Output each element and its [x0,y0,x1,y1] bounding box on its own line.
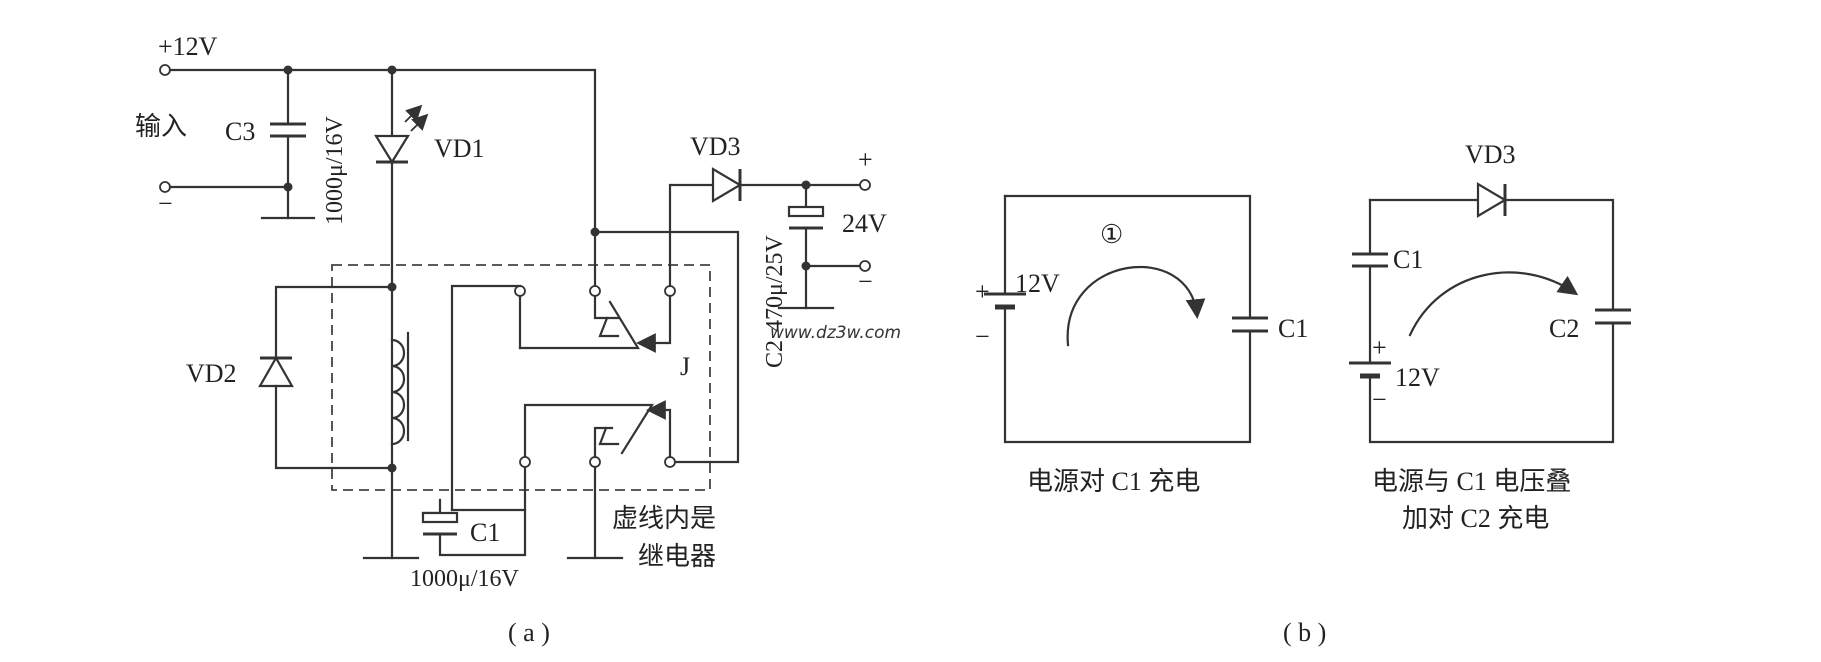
caption-b: ( b ) [1283,618,1326,647]
step-marker: ① [1100,220,1123,249]
capacitor-c1-b [1232,316,1268,333]
battery-right-voltage: 12V [1395,363,1440,392]
c3-label: C3 [225,117,255,146]
diode-vd3-b [1476,182,1508,218]
battery-voltage-label: 12V [1015,269,1060,298]
battery-right-minus: − [1372,385,1387,414]
c1-b-label: C1 [1278,314,1308,343]
battery-plus-label: + [975,277,990,306]
caption-a: ( a ) [508,618,550,647]
relay-note-line2: 继电器 [638,542,716,571]
diode-vd3 [668,167,862,288]
c1-right-label: C1 [1393,245,1423,274]
caption-b-right-line1: 电源与 C1 电压叠 [1372,467,1571,496]
charge-flow-arrow [1408,271,1579,337]
vd1-label: VD1 [434,134,485,163]
relay-note-line1: 虚线内是 [612,504,716,533]
vd3-label: VD3 [690,132,741,161]
input-label: 输入 [135,112,187,141]
figure-b-left: + − 12V C1 ① 电源对 C1 充电 [975,194,1308,496]
output-voltage-label: 24V [842,209,887,238]
c2-label-group: C2 470μ/25V [762,234,788,368]
current-flow-arrow [1066,265,1206,347]
top-rail-wire [168,68,597,234]
caption-b-right-line2: 加对 C2 充电 [1402,504,1549,533]
output-plus-label: + [858,145,873,174]
relay-dashed-boundary [331,264,711,491]
figure-b-right: VD3 C1 C2 + 12V − 电源与 C1 电压叠 加对 C2 充电 [1349,140,1631,533]
caption-b-left: 电源对 C1 充电 [1027,467,1200,496]
loop-wire-top [1003,194,1252,320]
vd2-label: VD2 [186,359,237,388]
output-plus-terminal [859,179,871,191]
loop-wire-bottom [1003,305,1252,444]
battery-right-plus: + [1372,333,1387,362]
relay-feed-wire [593,230,740,464]
c2-value-label: 470μ/25V [762,234,788,332]
loop-wire-top-right [1503,198,1615,312]
c3-value-label: 1000μ/16V [322,115,348,225]
output-minus-terminal [859,260,871,272]
output-minus-label: − [858,267,873,296]
input-minus-label: − [158,189,173,218]
c2-label: C2 [762,340,788,368]
capacitor-c3 [260,68,316,220]
figure-a: +12V 输入 − C3 1000μ/16V VD1 [135,32,901,647]
relay-contacts-upper [450,227,676,512]
vd3-b-label: VD3 [1465,140,1516,169]
c2-right-label: C2 [1549,314,1579,343]
capacitor-c2-right [1595,308,1631,325]
diode-vd2 [258,285,394,470]
c1-value-label: 1000μ/16V [410,566,520,592]
led-vd1 [374,68,429,289]
capacitor-c2 [777,183,862,310]
relay-j-label: J [680,352,690,381]
capacitor-c1-right [1352,252,1388,268]
loop-wire-bottom [1368,321,1615,444]
c1-label: C1 [470,518,500,547]
battery-12v-right [1349,361,1391,379]
watermark-text: www.dz3w.com [770,323,901,343]
input-plus-label: +12V [158,32,218,61]
relay-coil [390,331,410,446]
battery-minus-label: − [975,322,990,351]
relay-contacts-lower [519,400,676,560]
capacitor-c1 [421,498,527,557]
input-plus-terminal [159,64,171,76]
